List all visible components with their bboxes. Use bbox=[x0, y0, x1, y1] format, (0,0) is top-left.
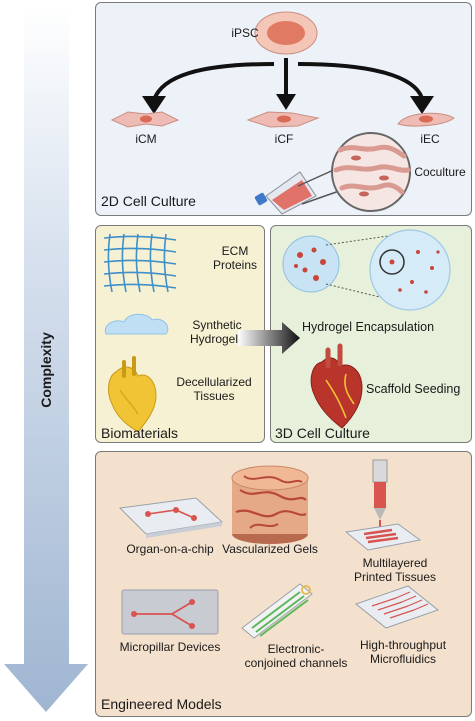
icm-label: iCM bbox=[135, 132, 157, 146]
micropillar-device-icon bbox=[121, 589, 219, 635]
micropillar-devices-label: Micropillar Devices bbox=[119, 640, 221, 654]
icf-label: iCF bbox=[274, 132, 294, 146]
panel-eng-title: Engineered Models bbox=[101, 696, 222, 712]
synthetic-hydrogel-icon bbox=[104, 313, 169, 335]
panel-bio-title: Biomaterials bbox=[101, 425, 179, 441]
panel-3d-title: 3D Cell Culture bbox=[275, 425, 370, 441]
hydrogel-large-icon bbox=[369, 229, 451, 311]
hydrogel-small-icon bbox=[282, 235, 340, 293]
panel-2d-title: 2D Cell Culture bbox=[101, 193, 196, 209]
coculture-label: Coculture bbox=[414, 165, 466, 179]
electronic-conjoined-label: Electronic-conjoined channels bbox=[244, 642, 348, 670]
organ-on-a-chip-icon bbox=[118, 497, 224, 538]
electronic-channels-icon bbox=[241, 583, 313, 639]
encapsulation-arrow bbox=[238, 322, 300, 354]
scaffold-heart-icon bbox=[310, 343, 363, 429]
decellularized-heart-icon bbox=[108, 356, 157, 433]
high-throughput-chip-icon bbox=[354, 585, 440, 629]
bioprinter-icon bbox=[344, 459, 422, 551]
culture-flask-icon bbox=[254, 171, 317, 215]
ipsc-label: iPSC bbox=[231, 26, 259, 40]
organ-on-a-chip-label: Organ-on-a-chip bbox=[126, 542, 214, 556]
coculture-magnifier-icon bbox=[331, 132, 411, 212]
hydrogel-encapsulation-label: Hydrogel Encapsulation bbox=[302, 320, 435, 334]
vascularized-gels-label: Vascularized Gels bbox=[222, 542, 318, 556]
iec-label: iEC bbox=[420, 132, 440, 146]
scaffold-seeding-label: Scaffold Seeding bbox=[366, 382, 461, 396]
ecm-mesh-icon bbox=[103, 233, 177, 293]
vascularized-gel-icon bbox=[231, 465, 309, 544]
